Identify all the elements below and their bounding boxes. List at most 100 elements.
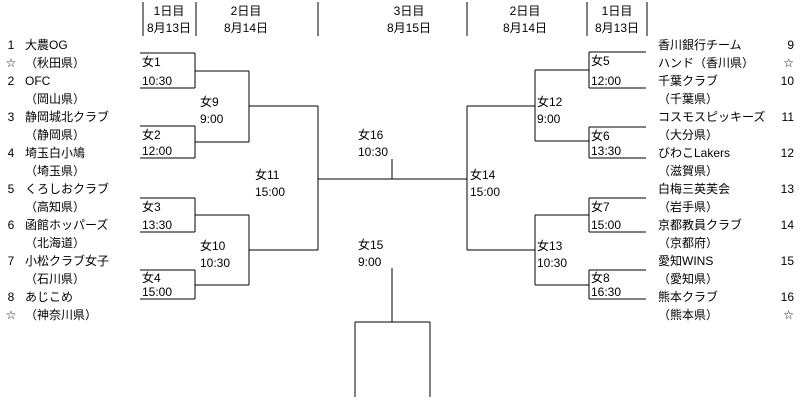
schedule-date: 8月15日 <box>386 21 432 35</box>
team-entry-row: 5 くろしおクラブ <box>0 180 140 198</box>
team-entry-row: （京都府） <box>658 234 794 252</box>
team-entry-row: ☆ （秋田県） <box>0 54 140 72</box>
match-label: 女12 <box>537 95 563 109</box>
match-label: 女15 <box>358 238 384 252</box>
seed-star: ☆ <box>783 56 794 70</box>
match-time: 9:00 <box>358 255 382 269</box>
team-label: 京都教員クラブ <box>658 218 743 232</box>
match-label: 女13 <box>537 239 563 253</box>
schedule-header: 1日目 8月13日 <box>557 3 677 37</box>
match-label: 女16 <box>358 128 384 142</box>
team-label: 熊本クラブ <box>658 290 719 304</box>
match-time: 12:00 <box>142 144 173 158</box>
team-label: （神奈川県） <box>25 308 98 322</box>
match-time: 15:00 <box>591 218 622 232</box>
team-entry-row: 4 埼玉白小鳩 <box>0 144 140 162</box>
team-entry-row: （高知県） <box>0 198 140 216</box>
match-label: 女3 <box>142 200 161 214</box>
match-label: 女6 <box>591 129 610 143</box>
seed-number <box>0 162 22 180</box>
match-label: 女5 <box>591 54 610 68</box>
seed-star: ☆ <box>5 308 17 322</box>
schedule-date: 8月13日 <box>146 21 192 35</box>
team-label: 香川銀行チーム <box>658 38 742 52</box>
team-label: （高知県） <box>25 200 86 214</box>
seed-number <box>0 198 22 216</box>
team-entry-row: （石川県） <box>0 270 140 288</box>
team-label: （岩手県） <box>658 200 719 214</box>
team-entry-row: 千葉クラブ 10 <box>658 72 794 90</box>
team-label: （大分県） <box>658 128 719 142</box>
team-entry-row: ☆ （神奈川県） <box>0 306 140 324</box>
seed-number <box>0 126 22 144</box>
team-label: （京都府） <box>658 236 719 250</box>
team-label: コスモスピッキーズ <box>658 110 766 124</box>
team-label: 小松クラブ女子 <box>25 254 110 268</box>
team-label: びわこLakers <box>658 146 731 160</box>
seed-number: 10 <box>780 74 794 88</box>
team-label: 大農OG <box>25 38 68 52</box>
team-label: OFC <box>25 74 51 88</box>
team-label: （岡山県） <box>25 92 86 106</box>
match-time: 10:30 <box>537 256 568 270</box>
team-entry-row: （岩手県） <box>658 198 794 216</box>
team-label: あじこめ <box>25 290 74 304</box>
team-entry-row: （埼玉県） <box>0 162 140 180</box>
seed-number: 5 <box>7 182 15 196</box>
seed-number: 12 <box>780 146 794 160</box>
match-label: 女14 <box>470 168 496 182</box>
team-label: （埼玉県） <box>25 164 86 178</box>
schedule-day: 1日目 <box>601 4 633 18</box>
match-time: 9:00 <box>200 112 224 126</box>
team-label: （愛知県） <box>658 272 719 286</box>
team-entry-row: 京都教員クラブ 14 <box>658 216 794 234</box>
seed-number <box>0 234 22 252</box>
seed-number <box>0 90 22 108</box>
schedule-header: 2日目 8月14日 <box>465 3 585 37</box>
seed-number: 16 <box>780 290 794 304</box>
seed-star: ☆ <box>5 56 17 70</box>
match-time: 9:00 <box>537 112 561 126</box>
seed-number: 14 <box>780 218 794 232</box>
schedule-date: 8月13日 <box>594 21 640 35</box>
match-time: 12:00 <box>591 74 622 88</box>
seed-number: 3 <box>7 110 15 124</box>
schedule-day: 3日目 <box>393 4 425 18</box>
team-entry-row: コスモスピッキーズ 11 <box>658 108 794 126</box>
team-label: 白梅三英芙会 <box>658 182 731 196</box>
team-entry-row: 白梅三英芙会 13 <box>658 180 794 198</box>
team-label: （北海道） <box>25 236 86 250</box>
team-label: 千葉クラブ <box>658 74 719 88</box>
match-time: 13:30 <box>142 218 173 232</box>
team-entry-row: （滋賀県） <box>658 162 794 180</box>
seed-number: 15 <box>780 254 794 268</box>
schedule-date: 8月14日 <box>223 21 269 35</box>
team-entry-row: （大分県） <box>658 126 794 144</box>
match-time: 15:00 <box>470 185 501 199</box>
team-label: （秋田県） <box>25 56 86 70</box>
team-label: くろしおクラブ <box>25 182 110 196</box>
seed-number: 7 <box>7 254 15 268</box>
seed-number: 13 <box>780 182 794 196</box>
team-entry-row: 7 小松クラブ女子 <box>0 252 140 270</box>
schedule-day: 2日目 <box>509 4 541 18</box>
match-time: 16:30 <box>591 285 622 299</box>
team-entry-row: ハンド（香川県） ☆ <box>658 54 794 72</box>
team-label: （石川県） <box>25 272 86 286</box>
schedule-header: 3日目 8月15日 <box>349 3 469 37</box>
team-label: ハンド（香川県） <box>658 56 755 70</box>
seed-number: 11 <box>781 110 794 124</box>
schedule-date: 8月14日 <box>502 21 548 35</box>
seed-number: 6 <box>7 218 15 232</box>
team-label: （千葉県） <box>658 92 719 106</box>
team-label: 埼玉白小鳩 <box>25 146 86 160</box>
seed-number: 4 <box>7 146 15 160</box>
